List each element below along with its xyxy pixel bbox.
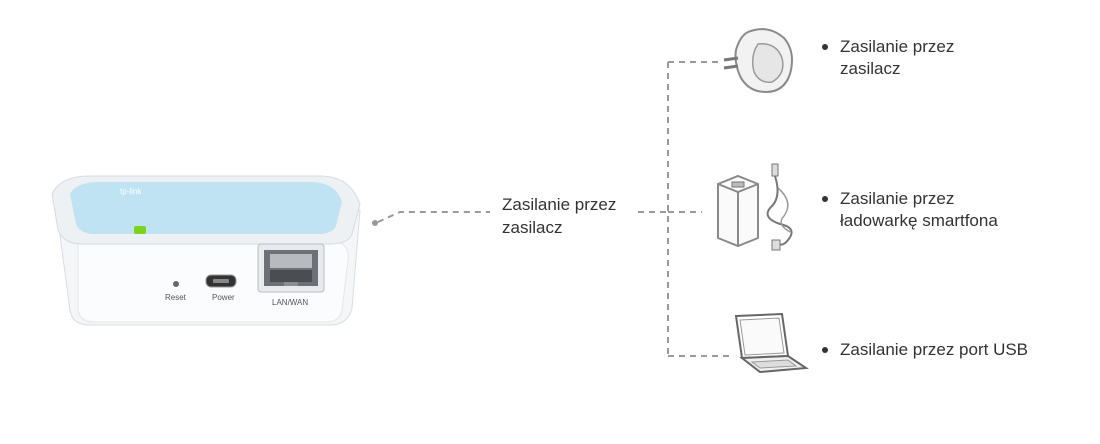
power-label: Power <box>212 293 235 302</box>
main-power-label: Zasilanie przez zasilacz <box>502 193 616 239</box>
bullet-icon <box>822 44 828 50</box>
main-power-label-line2: zasilacz <box>502 218 563 237</box>
bullet-icon <box>822 347 828 353</box>
router-top-panel <box>70 182 342 234</box>
brand-logo-text: tp-link <box>120 187 142 196</box>
wall-adapter-icon <box>723 28 793 94</box>
option-phone-charger: Zasilanie przez ładowarkę smartfona <box>822 188 998 232</box>
reset-pinhole <box>173 281 179 287</box>
reset-label: Reset <box>165 293 186 302</box>
main-power-label-line1: Zasilanie przez <box>502 195 617 214</box>
option-phone-charger-line2: ładowarkę smartfona <box>840 211 998 230</box>
option-usb: Zasilanie przez port USB <box>822 339 1028 361</box>
laptop-icon <box>734 312 809 374</box>
router-device: tp-link <box>51 175 361 326</box>
phone-charger-icon <box>717 163 793 251</box>
status-led <box>134 226 146 234</box>
option-adapter-line2: zasilacz <box>840 59 901 78</box>
option-adapter: Zasilanie przez zasilacz <box>822 36 954 80</box>
option-usb-line1: Zasilanie przez port USB <box>840 340 1029 359</box>
lan-wan-label: LAN/WAN <box>272 298 309 307</box>
bullet-icon <box>822 196 828 202</box>
option-adapter-line1: Zasilanie przez <box>840 37 955 56</box>
option-phone-charger-line1: Zasilanie przez <box>840 189 955 208</box>
